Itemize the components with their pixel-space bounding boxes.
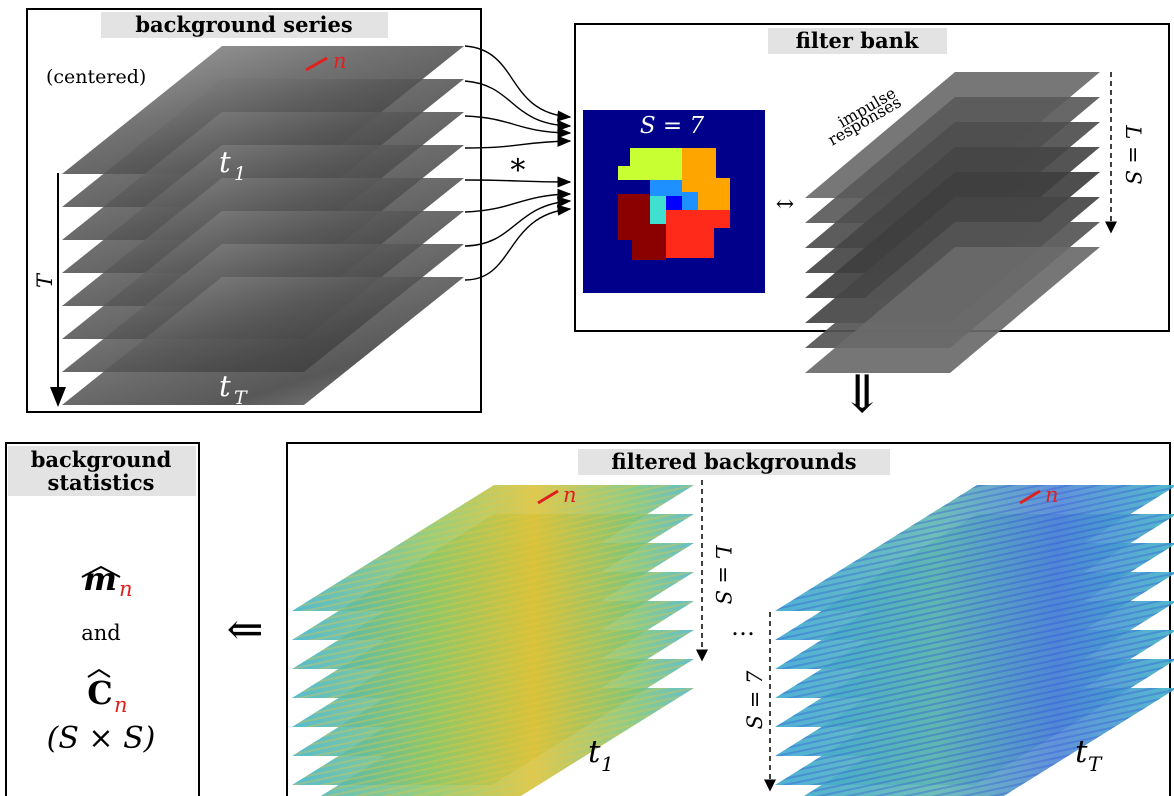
filter-depth-label: L = S [1121,124,1145,184]
filtered-frame [286,442,1171,796]
pixel-marker [305,56,328,72]
filtered-first-sub: 1 [601,752,614,776]
slice-to-filter-connectors [464,45,572,281]
filtered-title: filtered backgrounds [611,449,856,474]
filter-bank-title: filter bank [796,28,919,53]
background-series-title: background series [135,12,352,37]
segment-orange [682,148,730,210]
centered-note: (centered) [46,66,146,88]
background-series-title-bg [101,12,388,38]
gray-slice-stack [62,46,464,405]
segmentation-map: S = 7 [583,110,765,293]
last-frame-label: t [219,369,231,403]
filtered-title-bg [578,449,890,475]
statistics-title-bg [8,446,196,496]
equivalence-symbol: ↔ [776,192,794,217]
first-frame-sub: 1 [234,163,246,185]
background-series-panel: background series (centered) T t 1 t T n [26,8,482,413]
filter-bank-title-bg [768,28,947,54]
statistics-title-line1: background [31,447,172,472]
filtered-slice-left-texture-8 [320,688,694,796]
cov-symbol: C [87,674,112,712]
time-axis-label: T [33,272,57,288]
filtered-first-label: t [588,734,601,770]
cov-hat [87,668,111,678]
statistics-title-line2: statistics [48,470,155,495]
segment-red [666,210,730,258]
pixel-label-left: n [563,483,577,507]
ellipsis: … [731,613,755,641]
pixel-label-right: n [1045,483,1059,507]
background-statistics-panel: background statistics m n and C n (S × S… [5,442,200,796]
filtered-last-sub: T [1088,752,1103,776]
right-depth-label: S = 7 [743,670,767,729]
gray-slice-8 [62,277,464,405]
pixel-marker-right [1019,489,1041,505]
cov-size-label: (S × S) [47,721,156,756]
first-frame-label: t [219,145,231,179]
filtered-last-label: t [1075,734,1088,770]
mean-symbol: m [83,560,117,598]
convolution-symbol: ∗ [508,147,528,182]
filter-bank-panel: filter bank S = 7 ↔ impulse responses L … [574,23,1170,373]
pixel-label: n [333,49,347,73]
impulse-response-stack [805,72,1100,373]
down-double-arrow: ⇓ [840,365,884,425]
filtered-stack-first-frame [292,485,694,796]
left-double-arrow: ⇐ [227,604,264,655]
and-connector: and [81,621,121,645]
statistics-frame [5,442,200,796]
mean-hat [81,565,121,578]
segment-darkred [618,194,666,260]
segmentation-size-label: S = 7 [640,113,705,139]
segment-center [666,196,682,210]
mean-subscript: n [119,577,133,601]
segment-blue [650,180,698,210]
filtered-stack-last-frame [775,485,1174,796]
pixel-marker-left [537,489,559,505]
last-frame-sub: T [234,387,248,409]
cov-subscript: n [114,693,128,717]
filtered-depth-label: L = S [711,544,735,604]
filtered-backgrounds-panel: filtered backgrounds n n L = S … S = 7 t… [286,442,1174,796]
filtered-slice-right-texture-8 [803,688,1174,796]
impulse-slice-8 [805,247,1100,373]
